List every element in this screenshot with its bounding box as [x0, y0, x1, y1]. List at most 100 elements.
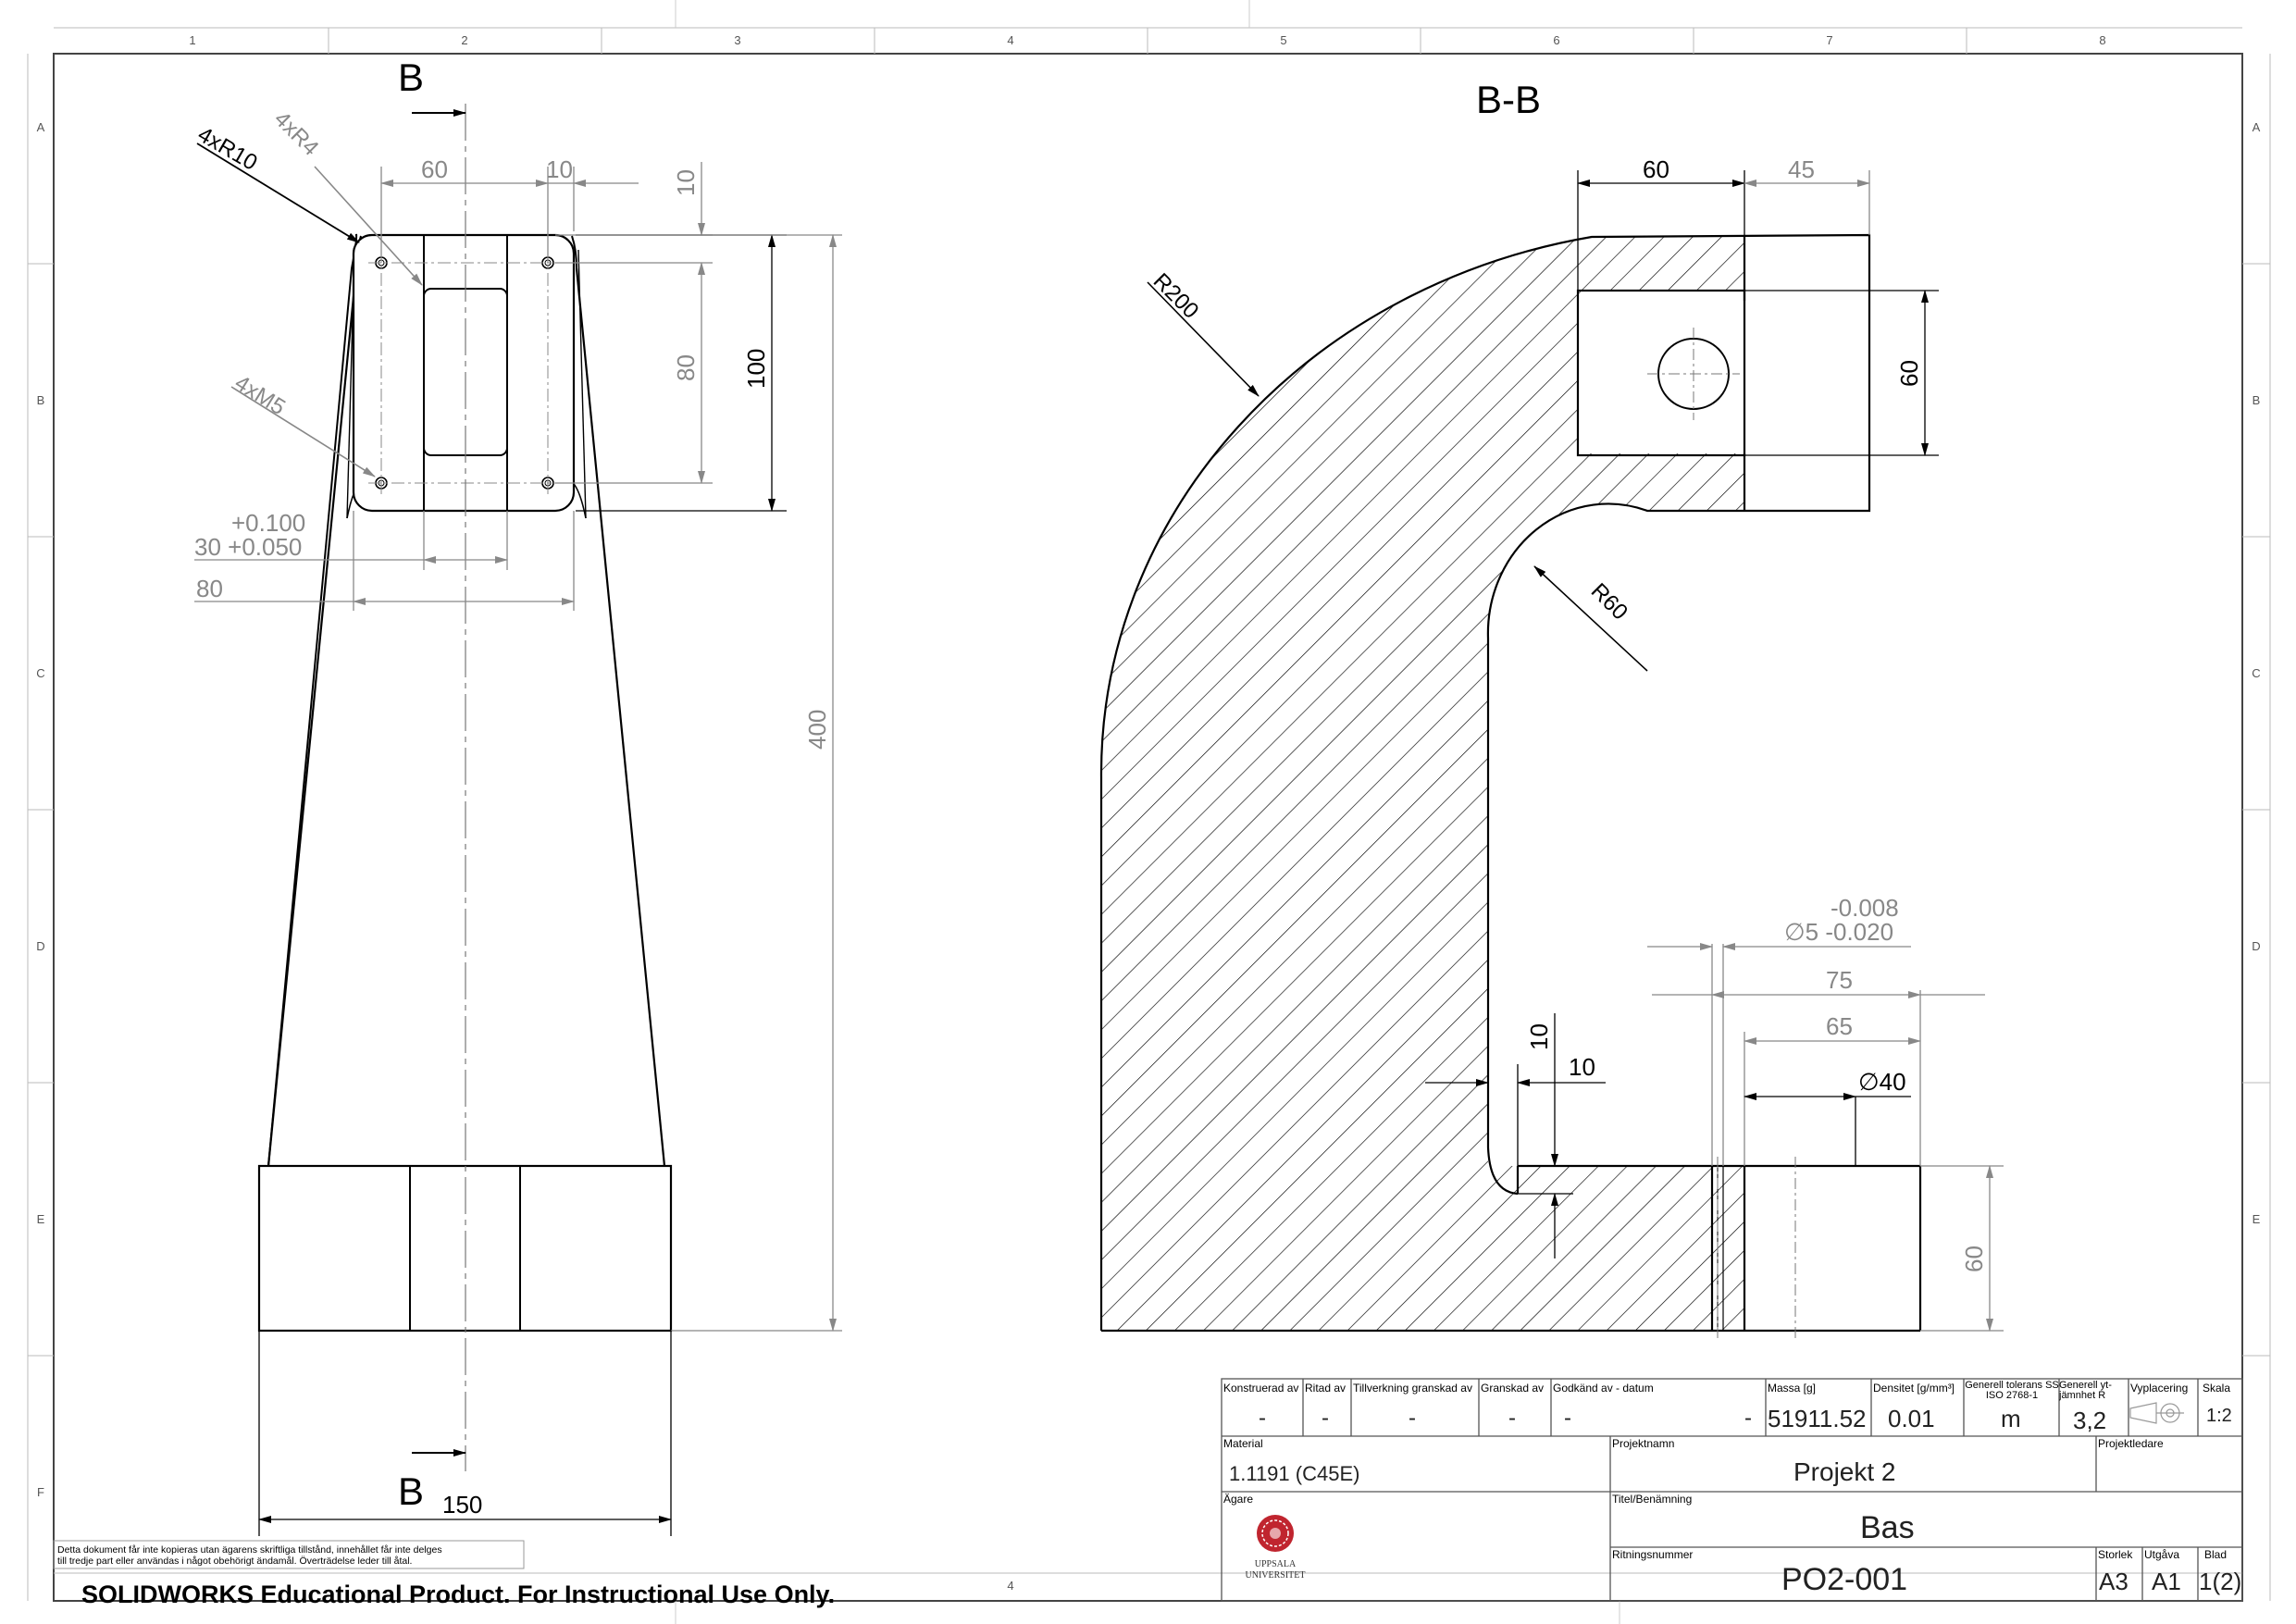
tb-projektnamn-label: Projektnamn	[1612, 1437, 1674, 1450]
dim-75: 75	[1826, 966, 1853, 994]
tb-densitet-value: 0.01	[1888, 1405, 1935, 1432]
tb-ritad-value: -	[1322, 1406, 1329, 1431]
tb-storlek-label: Storlek	[2098, 1548, 2133, 1561]
tb-projektledare-label: Projektledare	[2098, 1437, 2164, 1450]
tb-konstruerad-value: -	[1259, 1406, 1266, 1431]
tb-ritningsnummer-value: PO2-001	[1781, 1562, 1907, 1597]
zone-col-7: 7	[1826, 33, 1832, 47]
tb-skala-value: 1:2	[2206, 1406, 2232, 1426]
dim-30-tol-upper: +0.100	[231, 509, 305, 537]
dim-4xr4: 4xR4	[269, 106, 324, 161]
dim-10-top: 10	[546, 155, 573, 183]
zone-row-f: F	[37, 1485, 44, 1499]
dim-section-60-top: 60	[1643, 155, 1669, 183]
zone-col-1: 1	[189, 33, 195, 47]
zone-col-4-bottom: 4	[1007, 1579, 1013, 1593]
zone-row-c: C	[36, 666, 44, 680]
dim-4xr10: 4xR10	[193, 122, 262, 176]
dim-d40: ∅40	[1858, 1068, 1906, 1096]
tb-ritningsnummer-label: Ritningsnummer	[1612, 1548, 1693, 1561]
zone-row-b: B	[37, 393, 45, 407]
tb-tolerans-value: m	[2001, 1405, 2021, 1432]
section-view: B-B	[1099, 78, 2004, 1342]
zone-col-5: 5	[1280, 33, 1286, 47]
zone-col-6: 6	[1553, 33, 1559, 47]
tb-utgava-value: A1	[2152, 1568, 2181, 1595]
tb-material-label: Material	[1223, 1437, 1263, 1450]
tb-projektnamn-value: Projekt 2	[1793, 1457, 1896, 1486]
tb-header-skala: Skala	[2203, 1382, 2230, 1395]
tb-titel-label: Titel/Benämning	[1612, 1493, 1692, 1506]
tb-header-konstruerad: Konstruerad av	[1223, 1382, 1298, 1395]
uppsala-logo-icon: UPPSALA UNIVERSITET	[1246, 1515, 1306, 1581]
zone-row-e-right: E	[2253, 1212, 2261, 1226]
dim-4xm5: 4xM5	[230, 370, 290, 420]
dim-r200: R200	[1148, 268, 1204, 324]
zone-row-b-right: B	[2253, 393, 2261, 407]
dim-80-horizontal: 80	[196, 575, 223, 602]
tb-header-vyplacering: Vyplacering	[2130, 1382, 2188, 1395]
dim-d5-tol-base: ∅5 -0.020	[1784, 918, 1893, 946]
dim-r60: R60	[1586, 578, 1632, 625]
sheet-frame: 1 2 3 4 5 6 7 8 A B C D E F A B C D E 4	[27, 0, 2271, 1624]
tb-header-tillverkning: Tillverkning granskad av	[1353, 1382, 1472, 1395]
dim-400-vertical: 400	[803, 710, 831, 750]
zone-row-d-right: D	[2252, 939, 2260, 953]
dim-80-vertical: 80	[672, 354, 700, 381]
dim-10-vertical: 10	[672, 169, 700, 196]
dim-section-60-vertical: 60	[1895, 360, 1923, 387]
zone-row-c-right: C	[2252, 666, 2260, 680]
tb-header-godkand: Godkänd av - datum	[1553, 1382, 1654, 1395]
dim-60: 60	[421, 155, 448, 183]
solidworks-watermark: SOLIDWORKS Educational Product. For Inst…	[81, 1581, 835, 1608]
zone-col-8: 8	[2099, 33, 2105, 47]
tb-godkand-value: -	[1564, 1406, 1571, 1431]
zone-col-3: 3	[734, 33, 740, 47]
tb-ytjamnhet-value: 3,2	[2073, 1407, 2106, 1434]
hatched-body	[1100, 235, 1744, 1331]
disclaimer-line-1: Detta dokument får inte kopieras utan äg…	[57, 1544, 442, 1556]
tb-material-value: 1.1191 (C45E)	[1229, 1462, 1359, 1485]
logo-text-1: UPPSALA	[1255, 1559, 1297, 1569]
tb-massa-value: 51911.52	[1768, 1405, 1867, 1432]
dim-65: 65	[1826, 1012, 1853, 1040]
tb-utgava-label: Utgåva	[2144, 1548, 2179, 1561]
tb-header-tolerans: Generell tolerans SS ISO 2768-1	[1965, 1381, 2059, 1401]
tb-storlek-value: A3	[2099, 1568, 2128, 1595]
dim-section-60-bottom: 60	[1960, 1246, 1988, 1272]
zone-col-4: 4	[1007, 33, 1013, 47]
tb-header-granskad: Granskad av	[1481, 1382, 1544, 1395]
front-view: B B 4xR10 4xR4 4xM5 60 10 10 80	[193, 56, 842, 1536]
projection-symbol-icon	[2129, 1402, 2184, 1424]
tb-titel-value: Bas	[1860, 1510, 1915, 1545]
section-mark-top: B	[398, 56, 424, 99]
top-flange	[352, 233, 576, 513]
tb-blad-value: 1(2)	[2199, 1568, 2241, 1595]
tb-dash-end: -	[1744, 1406, 1752, 1431]
logo-text-2: UNIVERSITET	[1246, 1570, 1306, 1581]
disclaimer-line-2: till tredje part eller användas i något …	[57, 1556, 412, 1567]
tb-header-ritad: Ritad av	[1305, 1382, 1346, 1395]
title-block: Konstruerad av Ritad av Tillverkning gra…	[1221, 1378, 2243, 1602]
zone-row-e: E	[37, 1212, 45, 1226]
dim-section-45: 45	[1788, 155, 1815, 183]
dim-150: 150	[442, 1491, 482, 1519]
zone-row-a: A	[37, 120, 45, 134]
dim-d5-tol-upper: -0.008	[1831, 894, 1899, 922]
dim-30-tol-base: 30 +0.050	[194, 533, 302, 561]
tb-tillverkning-value: -	[1409, 1406, 1416, 1431]
tb-header-densitet: Densitet [g/mm³]	[1873, 1382, 1955, 1395]
dim-10-horizontal: 10	[1569, 1053, 1595, 1081]
section-title: B-B	[1476, 78, 1541, 121]
tb-blad-label: Blad	[2204, 1548, 2227, 1561]
dim-10-vertical-section: 10	[1525, 1023, 1553, 1050]
tb-header-massa: Massa [g]	[1768, 1382, 1816, 1395]
tb-agare-label: Ägare	[1223, 1493, 1253, 1506]
disclaimer-box: Detta dokument får inte kopieras utan äg…	[53, 1540, 525, 1569]
tb-header-ytjamnhet: Generell yt- jämnhet R	[2059, 1381, 2112, 1401]
section-mark-bottom: B	[398, 1469, 424, 1513]
zone-col-2: 2	[461, 33, 467, 47]
dim-100-vertical: 100	[742, 349, 770, 389]
zone-row-a-right: A	[2253, 120, 2261, 134]
